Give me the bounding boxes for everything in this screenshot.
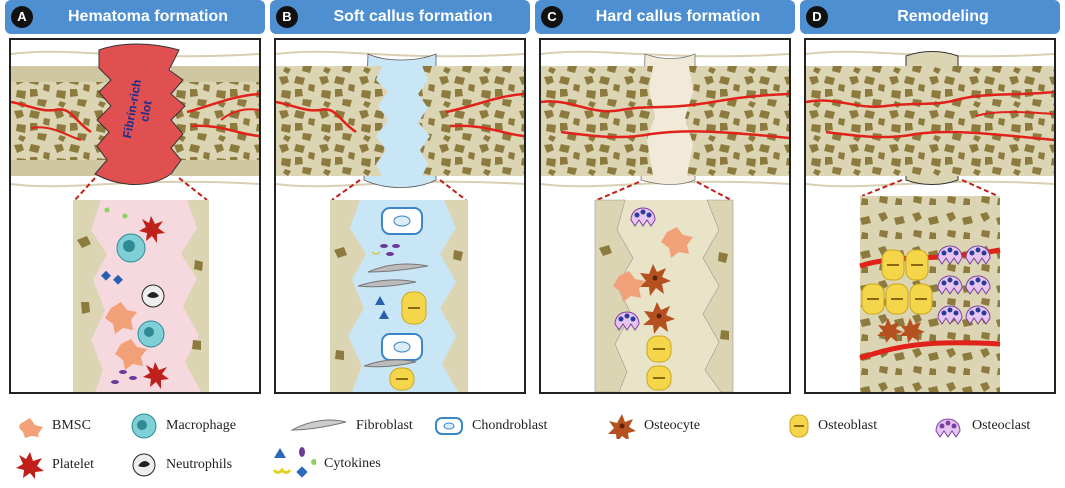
macrophage-icon — [116, 233, 146, 263]
zoom-inset — [859, 196, 1001, 392]
legend-macrophage: Macrophage — [130, 413, 236, 439]
osteocyte-icon — [608, 414, 636, 439]
fibroblast-icon — [363, 359, 417, 368]
osteoclast-icon — [630, 207, 656, 227]
bone-right — [171, 66, 259, 176]
panel-header: D Remodeling — [800, 0, 1060, 34]
bmsc-icon — [613, 271, 645, 302]
panel-header: B Soft callus formation — [270, 0, 530, 34]
panel-illustration: Fibrin-richclot — [9, 38, 261, 394]
zoom-inset — [330, 200, 468, 392]
panel-title: Soft callus formation — [333, 8, 493, 25]
legend-label: BMSC — [52, 418, 91, 433]
legend-platelet: Platelet — [16, 452, 94, 479]
panel-letter-badge: A — [11, 6, 33, 28]
chondroblast-icon — [381, 333, 423, 361]
osteoclast-icon — [965, 245, 991, 265]
osteoblast-icon — [905, 249, 929, 281]
soft-callus-illustration — [276, 50, 524, 392]
legend-neutrophils: Neutrophils — [130, 452, 232, 478]
osteoblast-icon — [389, 367, 415, 391]
zoom-inset — [73, 200, 209, 392]
legend-label: Platelet — [52, 457, 94, 472]
chondroblast-icon — [381, 207, 423, 235]
legend-label: Cytokines — [324, 456, 381, 471]
osteoclast-icon — [937, 275, 963, 295]
bmsc-icon — [105, 302, 137, 334]
osteoblast-icon — [646, 365, 672, 391]
panel-illustration — [804, 38, 1056, 394]
platelet-icon — [16, 452, 44, 479]
osteoclast-icon — [935, 418, 961, 438]
panel-illustration — [539, 38, 791, 394]
osteocyte-icon — [643, 302, 675, 334]
panel-letter-badge: B — [276, 6, 298, 28]
legend-label: Osteoclast — [972, 418, 1031, 433]
fibroblast-icon — [290, 419, 347, 431]
legend-label: Fibroblast — [356, 418, 413, 433]
panel-title: Hard callus formation — [595, 8, 761, 25]
osteoclast-icon — [965, 275, 991, 295]
osteocyte-icon — [899, 318, 925, 343]
panel-soft-callus-formation: B Soft callus formation — [270, 0, 530, 396]
legend-label: Macrophage — [166, 418, 236, 433]
panel-remodeling: D Remodeling — [800, 0, 1060, 396]
osteocyte-icon — [877, 318, 903, 343]
cytokines-icon — [101, 207, 128, 285]
osteoblast-icon — [646, 335, 672, 363]
hard-callus-illustration — [541, 50, 789, 392]
remodeling-illustration — [806, 50, 1054, 392]
neutrophil-icon — [132, 453, 156, 477]
panel-title: Remodeling — [897, 8, 989, 25]
legend-label: Chondroblast — [472, 418, 548, 433]
osteoblast-icon — [401, 291, 427, 325]
neutrophil-icon — [141, 284, 165, 308]
fibroblast-icon — [367, 263, 429, 273]
legend-osteoclast: Osteoclast — [932, 413, 1030, 439]
osteoclast-icon — [937, 305, 963, 325]
legend-osteoblast: Osteoblast — [788, 413, 877, 439]
platelet-icon — [139, 216, 165, 243]
osteoclast-icon — [965, 305, 991, 325]
osteoclast-icon — [937, 245, 963, 265]
panel-hematoma-formation: A Hematoma formation Fibrin-richclot — [5, 0, 265, 396]
macrophage-icon — [137, 320, 165, 348]
legend-chondroblast: Chondroblast — [434, 413, 547, 439]
legend-fibroblast: Fibroblast — [290, 413, 413, 439]
hard-callus-region — [640, 53, 696, 185]
osteoblast-icon — [881, 249, 905, 281]
panel-header: A Hematoma formation — [5, 0, 265, 34]
bmsc-icon — [115, 339, 147, 370]
legend-label: Osteoblast — [818, 418, 878, 433]
panel-letter-badge: C — [541, 6, 563, 28]
osteocyte-icon — [639, 264, 671, 296]
osteoblast-icon — [789, 414, 809, 438]
hematoma-illustration: Fibrin-richclot — [11, 43, 259, 392]
chondroblast-icon — [435, 417, 463, 435]
bmsc-icon — [19, 418, 43, 438]
osteoblast-icon — [909, 283, 933, 315]
cytokines-icon — [375, 296, 389, 319]
panel-illustration — [274, 38, 526, 394]
panel-hard-callus-formation: C Hard callus formation — [535, 0, 795, 396]
legend-label: Osteocyte — [644, 418, 700, 433]
cytokines-icon — [272, 447, 316, 478]
bmsc-icon — [661, 227, 693, 258]
fibroblast-icon — [357, 279, 417, 288]
osteoclast-icon — [614, 311, 640, 331]
fibrin-clot — [94, 43, 186, 185]
panel-title: Hematoma formation — [67, 8, 229, 25]
legend-bmsc: BMSC — [16, 413, 91, 439]
zoom-inset — [594, 199, 734, 392]
legend-osteocyte: Osteocyte — [608, 413, 700, 439]
platelet-icon — [143, 362, 169, 389]
legend-cytokines: Cytokines — [270, 446, 381, 482]
panel-letter-badge: D — [806, 6, 828, 28]
osteoblast-icon — [885, 283, 909, 315]
bone-left — [11, 66, 111, 176]
panel-header: C Hard callus formation — [535, 0, 795, 34]
legend-label: Neutrophils — [166, 457, 233, 472]
macrophage-icon — [131, 413, 157, 439]
osteoblast-icon — [861, 283, 885, 315]
